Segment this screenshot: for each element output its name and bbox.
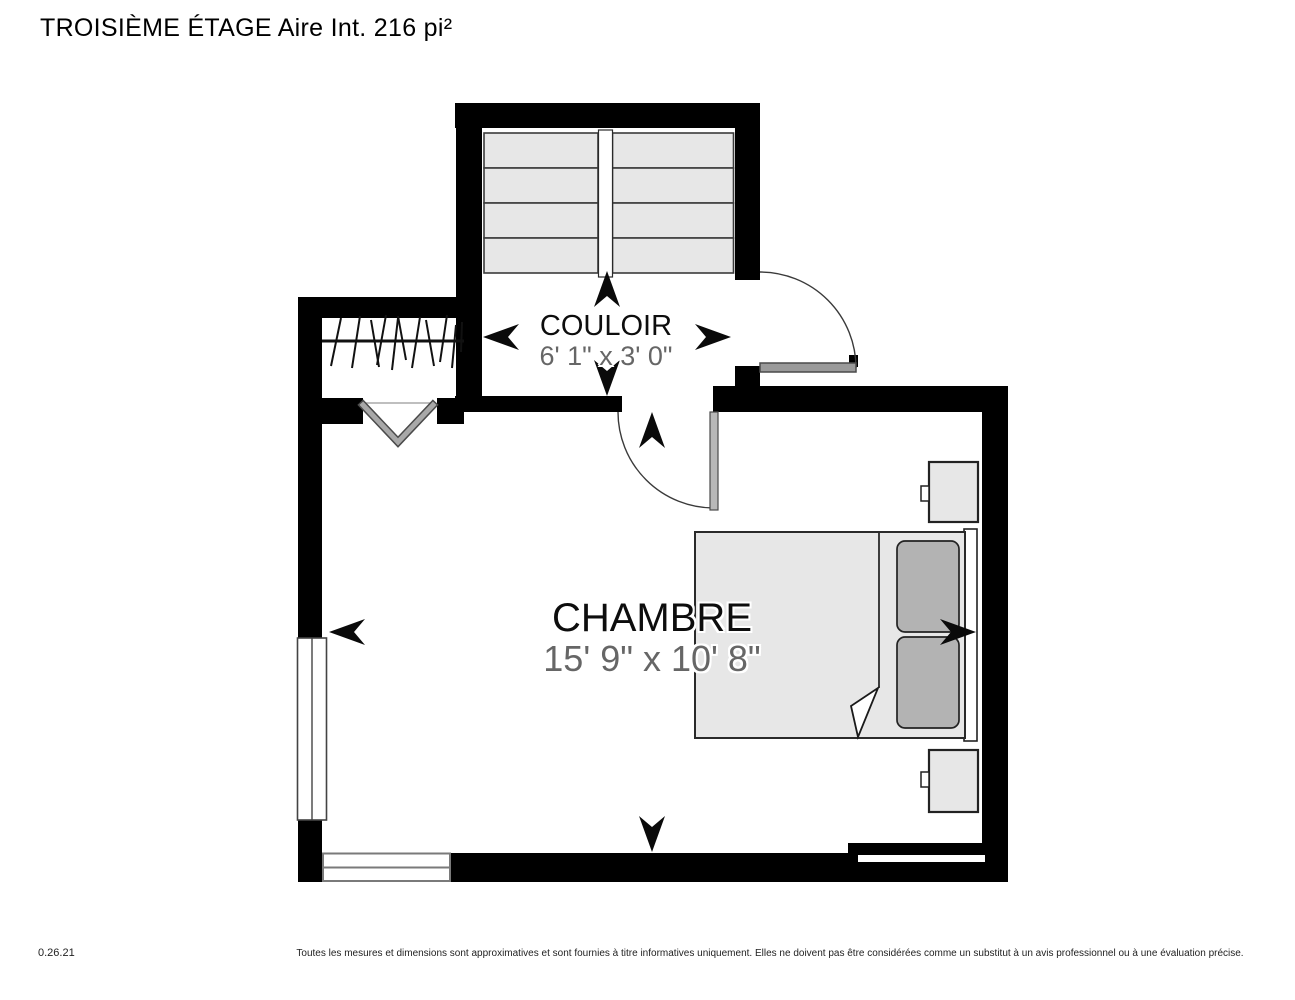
wall-bottom-bump — [848, 843, 982, 855]
wall-chamber-top-right — [713, 386, 1008, 412]
pillow-top — [896, 540, 960, 633]
stair-step — [483, 132, 599, 169]
wall-entry-door-stop — [849, 355, 858, 367]
nightstand-top — [920, 460, 980, 524]
stair-step — [611, 237, 735, 274]
wall-couloir-bottom — [455, 396, 622, 412]
stairs-divider — [597, 129, 614, 278]
room-label-chambre: CHAMBRE 15' 9" x 10' 8" — [543, 595, 761, 680]
bed-fold-icon — [849, 685, 880, 740]
windows — [296, 637, 985, 882]
nightstand-bottom-handle — [920, 771, 930, 788]
entry-door-arc — [759, 271, 857, 369]
window-bottom-left — [322, 852, 451, 882]
couloir-arrow-left-icon — [483, 324, 519, 350]
closet — [322, 314, 464, 404]
chambre-arrow-left-icon — [329, 619, 365, 645]
window-bottom-right — [858, 855, 985, 862]
wall-outer-left-upper — [298, 297, 322, 638]
room-dimensions-chambre: 15' 9" x 10' 8" — [543, 638, 761, 680]
couloir-arrow-down-icon — [594, 360, 620, 396]
entry-door — [759, 271, 857, 373]
entry-door-leaf — [759, 362, 857, 373]
couloir-arrow-up-icon — [594, 271, 620, 307]
room-name-couloir: COULOIR — [539, 309, 673, 342]
nightstand-bottom — [920, 748, 980, 814]
footer-version: 0.26.21 — [38, 947, 75, 959]
chambre-arrow-up-icon — [639, 412, 665, 448]
stair-step — [483, 237, 599, 274]
wall-closet-bottom-left — [315, 398, 363, 424]
stair-step — [611, 132, 735, 169]
stair-step — [483, 167, 599, 204]
bed — [694, 528, 978, 742]
footer-disclaimer: Toutes les mesures et dimensions sont ap… — [296, 948, 1244, 959]
chambre-arrow-right-icon — [940, 619, 976, 645]
chamber-door-leaf — [709, 411, 719, 511]
stair-step — [483, 202, 599, 239]
page-title: TROISIÈME ÉTAGE Aire Int. 216 pi² — [40, 14, 453, 42]
room-dimensions-couloir: 6' 1" x 3' 0" — [539, 341, 673, 372]
pillow-bottom — [896, 636, 960, 729]
wall-stairwell-right — [735, 103, 760, 280]
window-left — [296, 637, 328, 821]
nightstand-top-handle — [920, 485, 930, 502]
wall-outer-right — [982, 386, 1008, 882]
room-name-chambre: CHAMBRE — [551, 595, 753, 640]
room-label-couloir: COULOIR 6' 1" x 3' 0" — [539, 309, 673, 372]
wall-stairwell-top — [455, 103, 760, 128]
wall-closet-top — [298, 297, 464, 318]
wall-stairwell-left — [456, 103, 482, 412]
chamber-door — [617, 411, 719, 511]
chambre-arrow-down-icon — [639, 816, 665, 852]
extent-arrows — [329, 271, 976, 852]
couloir-arrow-right-icon — [695, 324, 731, 350]
wall-entry-door-stub — [735, 366, 760, 412]
chamber-door-arc — [617, 411, 715, 509]
closet-double-door — [357, 399, 439, 448]
closet-hangers-icon — [330, 314, 463, 371]
stair-step — [611, 167, 735, 204]
stair-step — [611, 202, 735, 239]
